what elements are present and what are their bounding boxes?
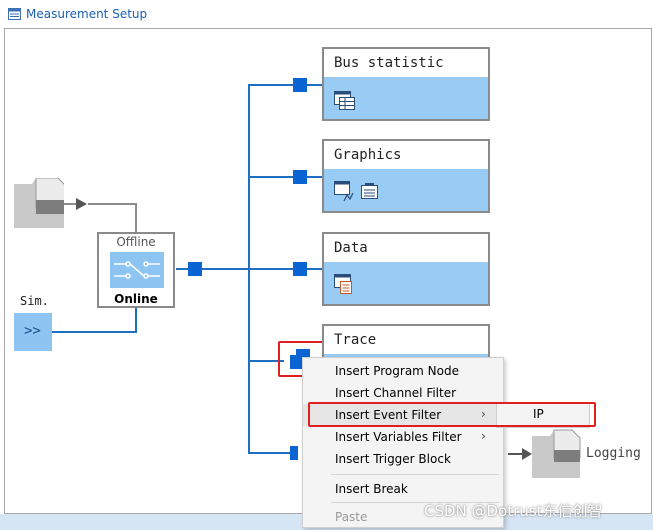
offline-label: Offline — [116, 235, 156, 249]
context-menu: Insert Program Node Insert Channel Filte… — [302, 357, 504, 528]
submenu-arrow-icon: › — [481, 429, 486, 443]
menu-item-insert-event-filter[interactable]: Insert Event Filter › — [303, 404, 503, 426]
replay-line — [88, 203, 136, 205]
menu-item-insert-variables-filter[interactable]: Insert Variables Filter › — [335, 429, 486, 444]
offline-online-switch[interactable]: Offline Online — [97, 232, 175, 308]
online-label: Online — [114, 292, 158, 306]
data-window-icon — [334, 274, 352, 294]
block-title: Trace — [334, 332, 377, 348]
table-window-icon — [334, 91, 355, 110]
sim-line-up — [135, 308, 137, 333]
watermark: CSDN @Dotrust东信创智 — [424, 502, 603, 520]
connector-switch[interactable] — [188, 262, 202, 276]
block-data[interactable]: Data — [322, 232, 490, 306]
menu-item-insert-break[interactable]: Insert Break — [335, 482, 408, 496]
replay-line-down — [135, 203, 137, 232]
block-bus-statistic[interactable]: Bus statistic — [322, 47, 490, 121]
connector-graphics[interactable] — [293, 170, 307, 184]
connector-logging[interactable] — [290, 446, 298, 460]
title-bar: Measurement Setup — [0, 0, 653, 28]
logging-arrow-icon — [508, 448, 532, 460]
logging-file-icon[interactable] — [532, 428, 582, 478]
simulation-source[interactable]: >> — [14, 313, 52, 351]
menu-separator — [331, 502, 499, 503]
menu-separator — [331, 474, 499, 475]
branch-line-logging — [248, 452, 296, 454]
menu-item-insert-program-node[interactable]: Insert Program Node — [335, 364, 459, 378]
logging-label: Logging — [586, 446, 641, 461]
connector-data[interactable] — [293, 262, 307, 276]
menu-item-insert-channel-filter[interactable]: Insert Channel Filter — [335, 386, 457, 400]
branch-line-trace — [248, 360, 290, 362]
connector-bus-statistic[interactable] — [293, 78, 307, 92]
branch-line-data — [176, 268, 322, 270]
block-title: Data — [334, 240, 368, 256]
menu-item-paste[interactable]: Paste — [335, 510, 368, 524]
block-title: Graphics — [334, 147, 402, 163]
replay-file-icon[interactable] — [14, 178, 64, 228]
submenu-arrow-icon: › — [481, 407, 486, 421]
switch-icon — [110, 252, 164, 288]
measurement-setup-icon — [8, 8, 21, 20]
block-title: Bus statistic — [334, 55, 444, 71]
block-graphics[interactable]: Graphics — [322, 139, 490, 213]
menu-item-insert-trigger-block[interactable]: Insert Trigger Block — [335, 452, 451, 466]
event-filter-highlight — [308, 402, 596, 427]
fast-forward-icon: >> — [24, 323, 41, 339]
submenu-item-ip[interactable]: IP — [533, 407, 544, 421]
branch-line-bus-statistic — [248, 84, 322, 86]
arrow-right-icon — [76, 198, 87, 210]
sim-label: Sim. — [20, 294, 49, 308]
graphics-window-icon — [334, 181, 378, 202]
branch-line-graphics — [248, 176, 322, 178]
sim-line — [52, 331, 136, 333]
window-title: Measurement Setup — [26, 7, 148, 21]
replay-arrow-line — [64, 203, 80, 205]
